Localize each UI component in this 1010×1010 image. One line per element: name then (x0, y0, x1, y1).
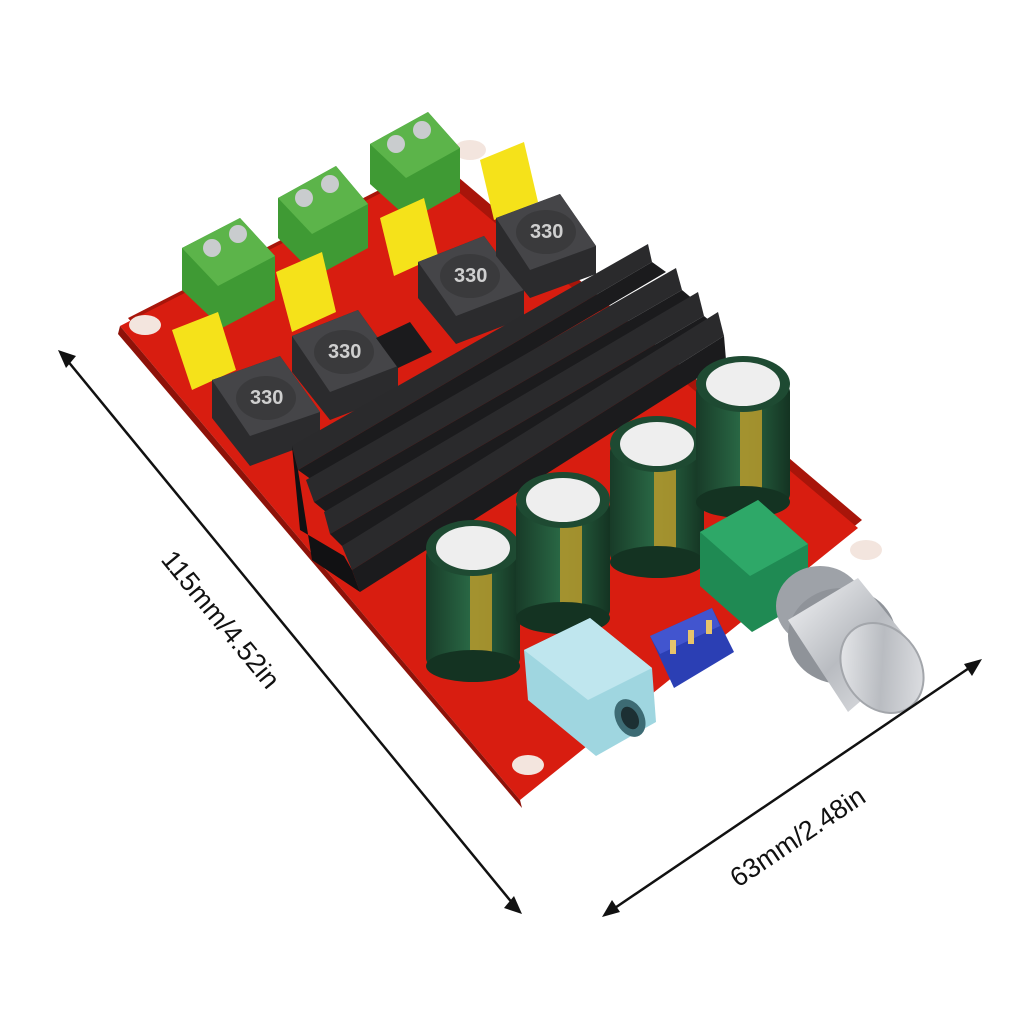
length-dimension-label: 115mm/4.52in (155, 545, 286, 695)
screw-terminal (370, 112, 460, 220)
inductor-marking: 330 (454, 265, 487, 287)
inductor-marking: 330 (530, 221, 563, 243)
electrolytic-capacitor (516, 472, 610, 634)
inductor-marking: 330 (328, 341, 361, 363)
film-capacitors (172, 142, 538, 390)
electrolytic-capacitor (696, 356, 790, 518)
mounting-post (850, 540, 882, 560)
inductor: 330 (212, 356, 320, 466)
film-capacitor (480, 142, 538, 220)
screw-terminal (182, 218, 275, 328)
film-capacitor (276, 252, 336, 332)
inductor-marking: 330 (250, 387, 283, 409)
inductor: 330 (418, 236, 524, 344)
electrolytic-capacitor (610, 416, 704, 578)
pin-header (650, 608, 734, 688)
mounting-post (512, 755, 544, 775)
electrolytic-capacitor (426, 520, 520, 682)
screw-terminals (182, 112, 460, 328)
film-capacitor (380, 198, 438, 276)
heatsink (292, 244, 726, 592)
mounting-post (129, 315, 161, 335)
inductor: 330 (292, 310, 398, 420)
rectifier-chip (376, 322, 432, 368)
film-capacitor (172, 312, 236, 390)
potentiometer (700, 500, 925, 714)
audio-jack (524, 618, 656, 756)
mounting-posts (129, 140, 882, 775)
length-dimension-line (58, 350, 522, 914)
width-dimension-line (602, 659, 982, 917)
inductor: 330 (496, 194, 596, 298)
screw-terminal (278, 166, 368, 276)
inductors: 330 330 330 330 (212, 194, 596, 466)
width-dimension-label: 63mm/2.48in (725, 781, 871, 893)
mounting-post (454, 140, 486, 160)
